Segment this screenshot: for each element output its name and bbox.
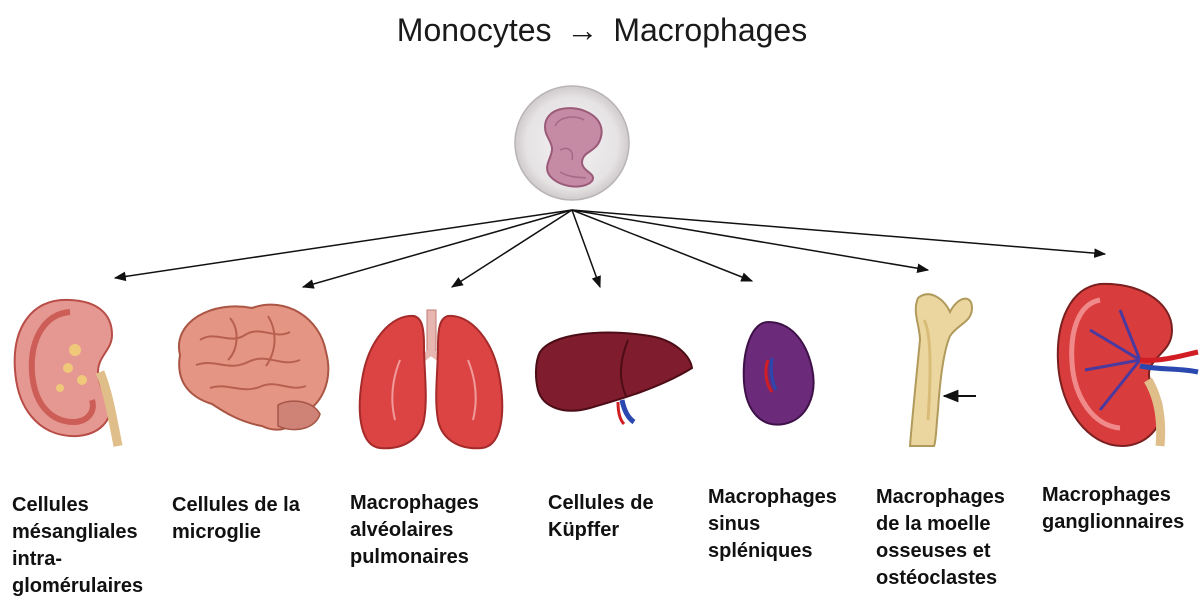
femur-bone-icon	[910, 294, 976, 446]
label-line: de la moelle	[876, 511, 1005, 538]
label-lymph-node: Macrophages ganglionnaires	[1042, 482, 1184, 536]
label-line: Cellules de	[548, 490, 654, 517]
label-spleen: Macrophages sinus spléniques	[708, 484, 837, 565]
label-line: glomérulaires	[12, 573, 143, 600]
label-line: Macrophages	[876, 484, 1005, 511]
label-line: Cellules	[12, 492, 143, 519]
label-line: osseuses et	[876, 538, 1005, 565]
label-lungs: Macrophages alvéolaires pulmonaires	[350, 490, 479, 571]
monocyte-cell-icon	[515, 86, 629, 200]
arrow-to-lymph-node	[572, 210, 1105, 254]
kidney-icon	[15, 300, 118, 446]
liver-icon	[536, 333, 692, 424]
label-line: alvéolaires	[350, 517, 479, 544]
label-line: Macrophages	[350, 490, 479, 517]
label-line: Macrophages	[1042, 482, 1184, 509]
lungs-icon	[360, 310, 503, 448]
label-line: pulmonaires	[350, 544, 479, 571]
label-line: Macrophages	[708, 484, 837, 511]
spleen-icon	[744, 322, 814, 425]
label-kidney: Cellules mésangliales intra- glomérulair…	[12, 492, 143, 600]
arrow-to-spleen	[572, 210, 752, 281]
label-line: mésangliales	[12, 519, 143, 546]
arrows	[115, 210, 1105, 287]
label-line: intra-	[12, 546, 143, 573]
label-line: spléniques	[708, 538, 837, 565]
label-line: ostéoclastes	[876, 565, 1005, 592]
arrow-to-lungs	[452, 210, 572, 287]
lymph-node-icon	[1058, 284, 1198, 446]
label-line: microglie	[172, 519, 300, 546]
label-liver: Cellules de Küpffer	[548, 490, 654, 544]
arrow-to-kidney	[115, 210, 572, 278]
arrow-to-bone	[572, 210, 928, 270]
arrow-to-brain	[303, 210, 572, 287]
arrow-to-liver	[572, 210, 600, 287]
label-line: Küpffer	[548, 517, 654, 544]
label-bone: Macrophages de la moelle osseuses et ost…	[876, 484, 1005, 592]
label-line: ganglionnaires	[1042, 509, 1184, 536]
label-line: Cellules de la	[172, 492, 300, 519]
label-line: sinus	[708, 511, 837, 538]
brain-icon	[179, 305, 328, 430]
label-brain: Cellules de la microglie	[172, 492, 300, 546]
